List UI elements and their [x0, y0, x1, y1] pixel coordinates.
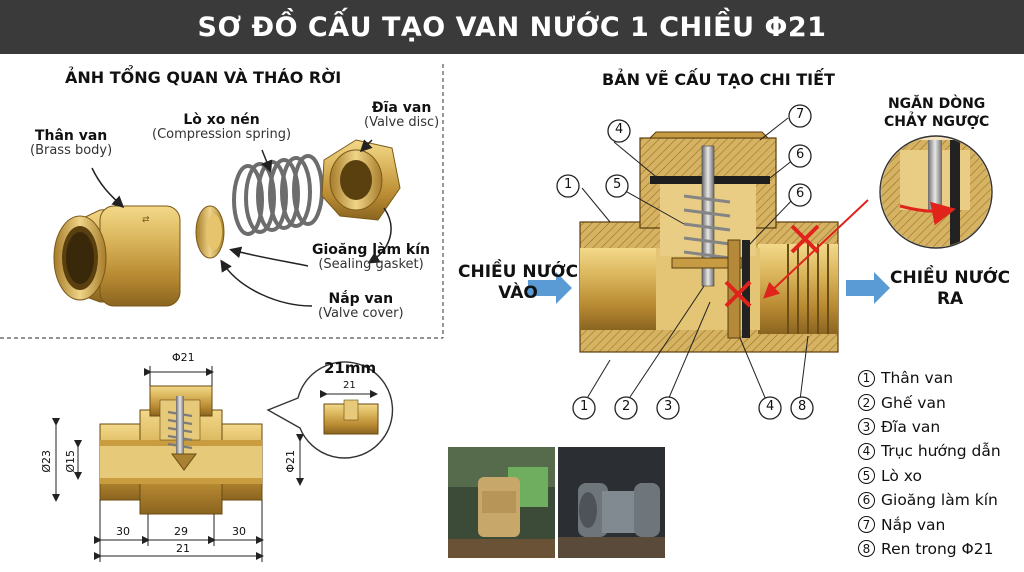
backflow-zoom-circle	[879, 135, 993, 249]
detail-leaders	[581, 117, 809, 401]
callout-7: 7	[796, 107, 805, 122]
dim-right-label: Φ21	[284, 449, 298, 473]
detail-callout-circles	[556, 104, 814, 420]
callout-6-mid: 6	[796, 186, 805, 201]
callout-6-top: 6	[796, 147, 805, 162]
callout-4-top: 4	[615, 122, 624, 137]
label-compression-spring: Lò xo nén(Compression spring)	[152, 112, 292, 143]
inlet-arrow	[528, 272, 572, 304]
photo-pvc-valve	[558, 447, 665, 558]
valve-disc-photo	[195, 205, 225, 259]
callout-4-bottom: 4	[766, 399, 775, 414]
dim-top-label: Φ21	[172, 351, 195, 364]
photo-brass-valve	[448, 447, 555, 558]
dim-outer-label: Ø23	[40, 449, 54, 473]
dim-inner-label: Ø15	[64, 449, 78, 473]
diagram-canvas: ⇄	[0, 64, 993, 562]
compression-spring-photo	[232, 154, 324, 236]
label-valve-cover: Nắp van(Valve cover)	[318, 291, 404, 322]
pointer-gasket-2	[367, 207, 392, 264]
label-valve-disc: Đĩa van(Valve disc)	[364, 100, 440, 131]
inlet-label: CHIỀU NƯỚC VÀO	[458, 262, 579, 304]
title-bar: SƠ ĐỒ CẤU TẠO VAN NƯỚC 1 CHIỀU Φ21	[0, 0, 1024, 54]
page-title: SƠ ĐỒ CẤU TẠO VAN NƯỚC 1 CHIỀU Φ21	[197, 11, 827, 43]
callout-5: 5	[613, 177, 622, 192]
drawing-dimensions	[52, 366, 304, 562]
callout-1-bottom: 1	[580, 399, 589, 414]
pointer-body	[91, 167, 125, 209]
backflow-label: NGĂN DÒNG CHẢY NGƯỢC	[884, 96, 990, 130]
callout-3: 3	[664, 399, 673, 414]
dim-mid-length: 29	[174, 525, 188, 538]
pointer-disc	[359, 139, 373, 153]
pointer-spring	[261, 149, 273, 173]
brass-body-photo: ⇄	[53, 205, 181, 307]
callout-8: 8	[798, 399, 807, 414]
callout-title: 21mm	[324, 359, 377, 377]
svg-text:⇄: ⇄	[142, 215, 150, 225]
outlet-arrow	[846, 272, 890, 304]
label-brass-body: Thân van(Brass body)	[30, 128, 113, 159]
detail-heading: BẢN VẼ CẤU TẠO CHI TIẾT	[602, 70, 835, 89]
pointer-cover	[220, 259, 313, 307]
valve-cover-photo	[321, 139, 401, 221]
backflow-cross-inner	[724, 280, 752, 308]
callout-2: 2	[622, 399, 631, 414]
backflow-arrow	[763, 199, 869, 299]
callout-dimension: 21	[343, 380, 356, 391]
zoom-callout	[266, 361, 394, 459]
exploded-heading: ẢNH TỔNG QUAN VÀ THÁO RỜI	[65, 68, 342, 87]
detail-valve-section	[579, 131, 869, 353]
section-drawing	[99, 385, 263, 515]
outlet-label: CHIỀU NƯỚC RA	[890, 268, 1011, 310]
dim-left-length: 30	[116, 525, 130, 538]
label-sealing-gasket: Gioăng làm kín(Sealing gasket)	[312, 242, 431, 273]
dim-right-length: 30	[232, 525, 246, 538]
pointer-gasket	[229, 246, 309, 267]
callout-1-top: 1	[564, 177, 573, 192]
backflow-cross-outer	[790, 224, 820, 254]
dim-total-length: 21	[176, 542, 190, 555]
